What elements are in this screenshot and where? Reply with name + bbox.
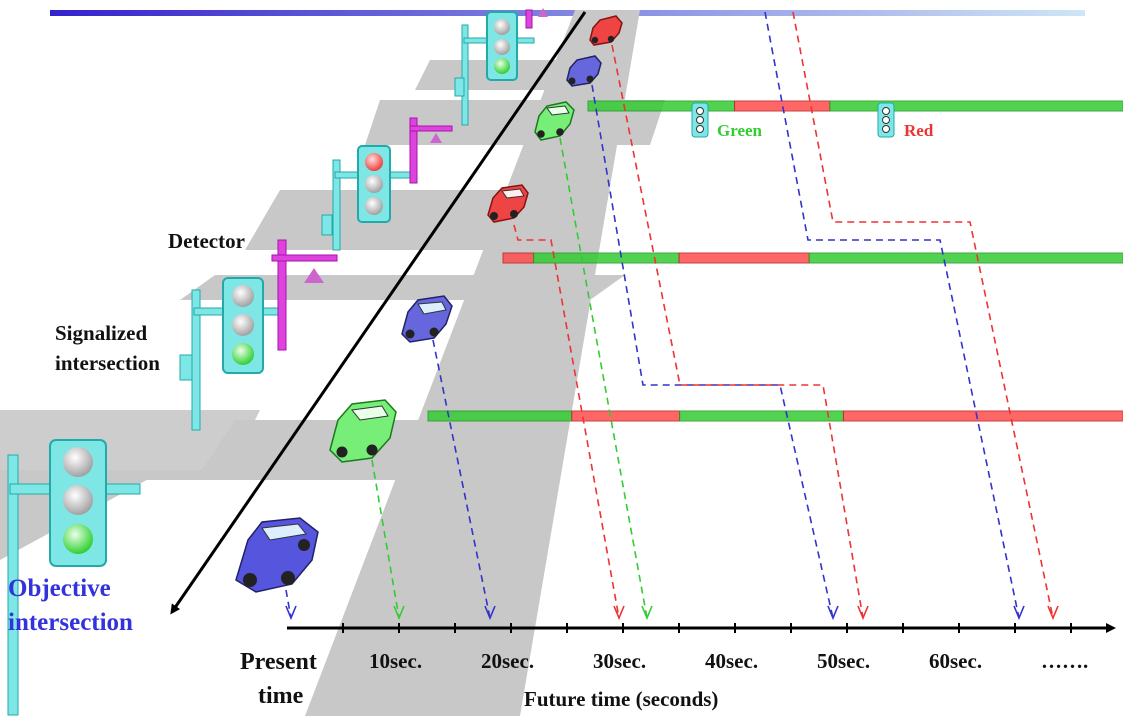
trajectory-green-1: [371, 459, 400, 619]
phase-segment-green: [533, 252, 680, 264]
axis-tick-label: 30sec.: [593, 649, 646, 673]
trajectory-arrowhead: [613, 605, 625, 621]
phase-segment-red: [502, 252, 535, 264]
phase-segment-green: [587, 100, 736, 112]
axis-tick-label: 10sec.: [369, 649, 422, 673]
legend-red-label: Red: [904, 121, 934, 140]
detector-lower: [271, 239, 338, 351]
phase-segment-green: [808, 252, 1123, 264]
axis-tick-label: 60sec.: [929, 649, 982, 673]
phase-segment-red: [842, 410, 1123, 422]
trajectory-arrowheads: [285, 605, 1059, 621]
car-red-2: [589, 15, 623, 46]
signalized-label-line2: intersection: [55, 351, 160, 375]
axis-tick-label: 40sec.: [705, 649, 758, 673]
trajectory-arrowhead: [641, 605, 653, 621]
traffic-signal-upper: [454, 11, 535, 126]
trajectory-arrowhead: [484, 605, 496, 621]
trajectory-blue-1: [285, 589, 292, 619]
car-blue-present: [235, 517, 319, 593]
trajectory-red-2: [611, 44, 864, 619]
legend-red-signal-icon: [877, 102, 895, 138]
trajectory-arrowhead: [1013, 605, 1025, 621]
phase-segment-red: [571, 410, 681, 422]
axis-tick-label: 20sec.: [481, 649, 534, 673]
legend-green-label: Green: [717, 121, 763, 140]
trajectory-blue-4: [764, 11, 1020, 619]
trajectory-arrowhead: [857, 605, 869, 621]
present-time-label-line1: Present: [240, 649, 317, 675]
signalized-label-line1: Signalized: [55, 321, 148, 345]
detector-label: Detector: [168, 229, 245, 253]
detector-top: [525, 8, 548, 29]
traffic-signal-signalized: [179, 277, 285, 431]
trajectory-arrowhead: [393, 605, 405, 621]
traffic-signal-middle: [321, 145, 416, 251]
road-direction-arrow: [170, 11, 587, 615]
legend-green-signal-icon: [691, 102, 709, 138]
axis-tick-label: …….: [1041, 649, 1088, 673]
vehicle-trajectories: [285, 11, 1054, 619]
phase-segment-red: [734, 100, 831, 112]
car-green-2: [534, 101, 575, 141]
trajectory-green-2: [559, 137, 648, 619]
objective-label-line2: intersection: [8, 609, 133, 636]
car-green-1: [329, 399, 397, 463]
axis-ticks: 10sec. 20sec. 30sec. 40sec. 50sec. 60sec. …….: [342, 623, 1088, 673]
present-time-label-line2: time: [258, 683, 304, 709]
phase-segment-green: [427, 410, 573, 422]
phase-segment-red: [678, 252, 810, 264]
signal-phase-bars: [427, 100, 1123, 422]
trajectory-red-1: [513, 224, 620, 619]
axis-title: Future time (seconds): [524, 687, 719, 711]
objective-label-line1: Objective: [8, 575, 111, 602]
trajectory-arrowhead: [1047, 605, 1059, 621]
car-blue-3: [566, 55, 602, 87]
axis-tick-label: 50sec.: [817, 649, 870, 673]
top-gradient-bar: [50, 10, 1085, 16]
trajectory-blue-3: [591, 84, 834, 619]
traffic-signal-objective: [7, 439, 141, 716]
car-blue-2: [401, 295, 453, 343]
trajectory-red-3: [792, 11, 1054, 619]
trajectory-arrowhead: [285, 605, 297, 621]
trajectory-arrowhead: [827, 605, 839, 621]
phase-segment-green: [829, 100, 1123, 112]
car-red-1: [487, 184, 529, 223]
phase-segment-green: [679, 410, 844, 422]
detector-upper: [409, 117, 453, 184]
